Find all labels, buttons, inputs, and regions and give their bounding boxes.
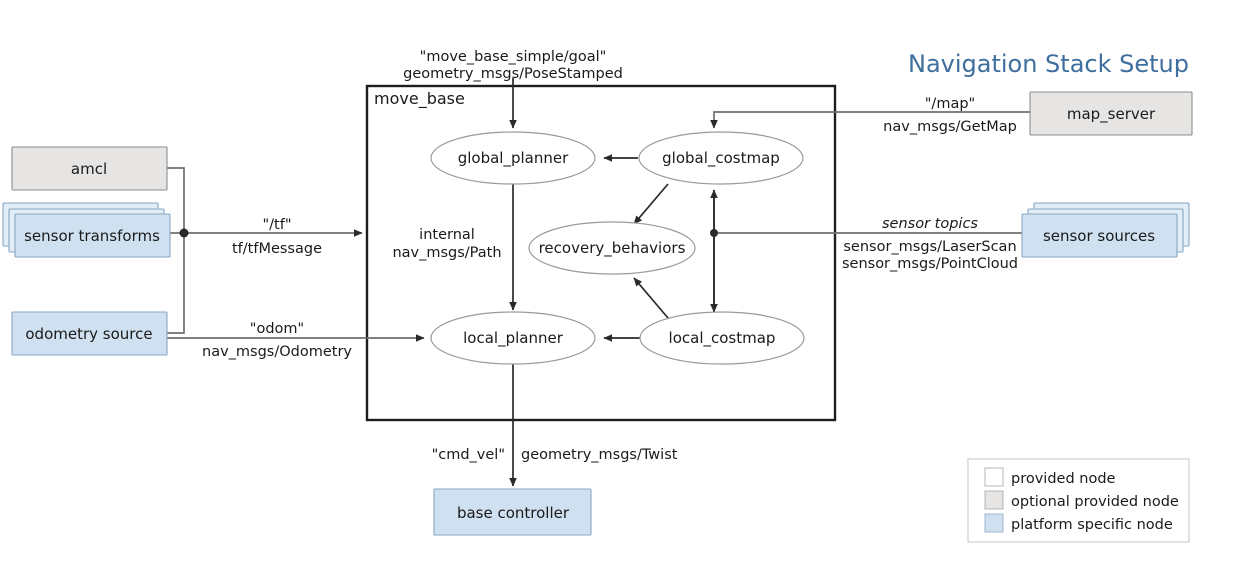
- edge-label-internal: internal: [419, 227, 475, 243]
- node-global-planner[interactable]: global_planner: [430, 131, 596, 185]
- node-label-odometry-source: odometry source: [25, 325, 152, 343]
- edge-label-tf-type: tf/tfMessage: [232, 241, 322, 257]
- move-base-container: [365, 84, 837, 422]
- edge-label-goal-topic: "move_base_simple/goal": [420, 49, 607, 65]
- node-label-local-planner: local_planner: [463, 329, 564, 348]
- edge-label-map-type: nav_msgs/GetMap: [883, 119, 1017, 135]
- edge-label-sensor-type-1: sensor_msgs/LaserScan: [843, 239, 1016, 255]
- edge-global-costmap-to-recovery: [633, 183, 669, 225]
- legend-label-provided-node: provided node: [1011, 471, 1116, 487]
- edge-odometry-to-tf-bus: [167, 233, 185, 334]
- node-label-local-costmap: local_costmap: [669, 329, 776, 348]
- junction-dot-tf: [179, 228, 189, 238]
- node-sensor-sources[interactable]: sensor sources: [1021, 202, 1190, 258]
- node-label-sensor-sources: sensor sources: [1043, 227, 1155, 245]
- legend: provided node optional provided node pla…: [967, 458, 1190, 543]
- node-label-sensor-transforms: sensor transforms: [24, 227, 160, 245]
- node-label-global-costmap: global_costmap: [662, 149, 780, 168]
- edge-label-tf-topic: "/tf": [262, 217, 291, 233]
- edge-label-goal-type: geometry_msgs/PoseStamped: [403, 66, 623, 82]
- node-local-costmap[interactable]: local_costmap: [639, 311, 805, 365]
- node-label-map-server: map_server: [1067, 105, 1156, 124]
- node-amcl[interactable]: amcl: [11, 146, 168, 191]
- legend-label-platform-specific-node: platform specific node: [1011, 517, 1173, 533]
- edge-label-internal-type: nav_msgs/Path: [392, 245, 501, 261]
- edge-label-sensor-type-2: sensor_msgs/PointCloud: [842, 256, 1018, 272]
- edge-amcl-to-tf-bus: [167, 167, 185, 233]
- node-odometry-source[interactable]: odometry source: [11, 311, 168, 356]
- edge-label-map-topic: "/map": [925, 96, 975, 112]
- node-base-controller[interactable]: base controller: [433, 488, 592, 536]
- node-label-recovery-behaviors: recovery_behaviors: [539, 239, 686, 258]
- edge-label-cmdvel-type: geometry_msgs/Twist: [521, 447, 678, 463]
- edge-label-cmdvel-topic: "cmd_vel": [432, 447, 505, 463]
- node-local-planner[interactable]: local_planner: [430, 311, 596, 365]
- node-global-costmap[interactable]: global_costmap: [638, 131, 804, 185]
- edge-local-costmap-to-recovery: [633, 277, 669, 319]
- legend-label-optional-provided-node: optional provided node: [1011, 494, 1179, 510]
- edge-label-odom-topic: "odom": [250, 321, 304, 337]
- node-label-global-planner: global_planner: [458, 149, 569, 168]
- move-base-label: move_base: [374, 89, 465, 109]
- node-label-base-controller: base controller: [457, 504, 570, 522]
- legend-swatch-optional-provided-node: [984, 490, 1004, 510]
- edge-label-odom-type: nav_msgs/Odometry: [202, 344, 352, 360]
- node-label-amcl: amcl: [71, 160, 107, 178]
- edge-map-to-global-costmap: [710, 111, 1030, 129]
- legend-swatch-platform-specific-node: [984, 513, 1004, 533]
- page-title: Navigation Stack Setup: [908, 50, 1189, 78]
- edge-label-sensor-topics: sensor topics: [882, 216, 978, 232]
- node-sensor-transforms[interactable]: sensor transforms: [2, 202, 171, 258]
- node-recovery-behaviors[interactable]: recovery_behaviors: [528, 221, 696, 275]
- node-map-server[interactable]: map_server: [1029, 91, 1193, 136]
- legend-swatch-provided-node: [984, 467, 1004, 487]
